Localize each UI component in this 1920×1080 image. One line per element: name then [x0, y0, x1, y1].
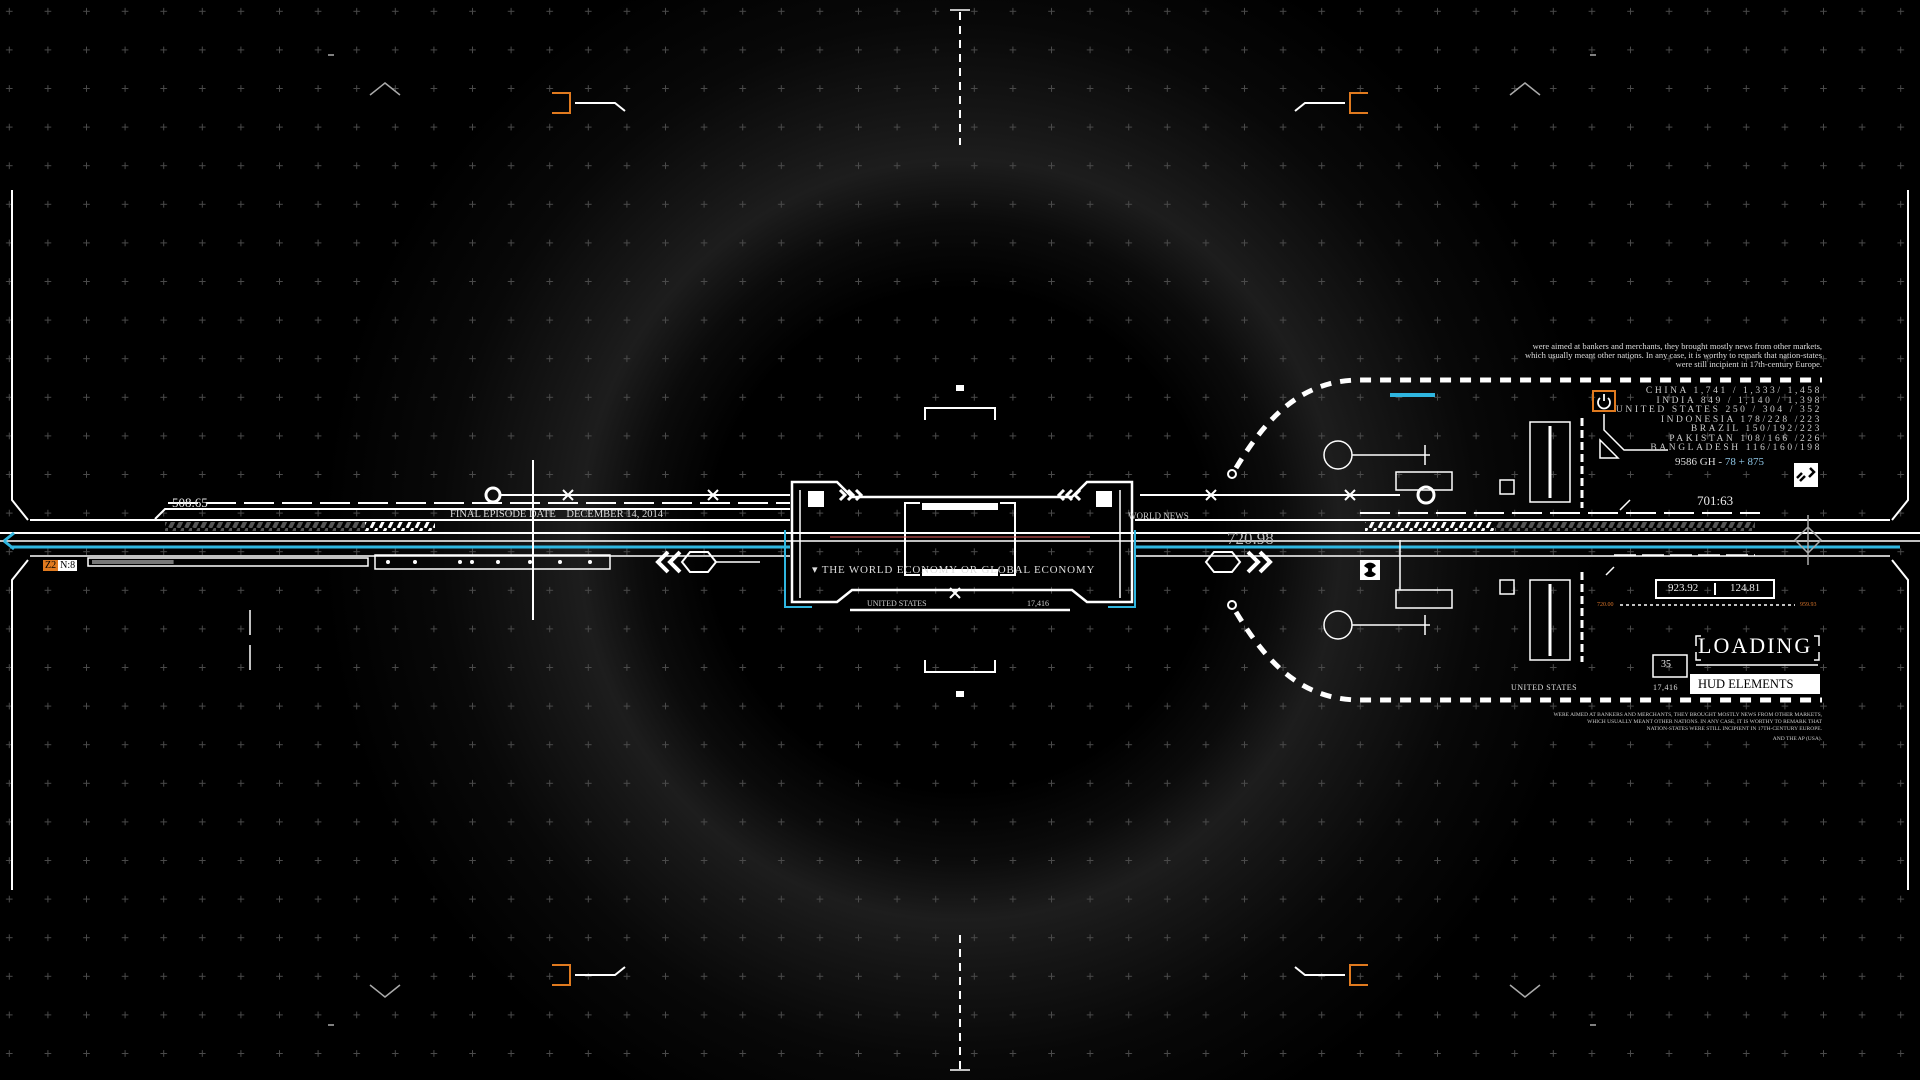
country-row: PAKISTAN 108/166 /226 — [1669, 433, 1822, 444]
radiation-icon — [1360, 560, 1380, 580]
left-dots — [386, 560, 592, 564]
right-hatch-bar — [1365, 522, 1495, 531]
right-value: 17,416 — [1653, 683, 1678, 692]
range-min: 720.00 — [1597, 602, 1614, 608]
loading-frame — [1695, 635, 1820, 666]
loading-title: LOADING — [1698, 633, 1813, 658]
right-country: UNITED STATES — [1511, 683, 1578, 692]
footer-line-3: NATION-STATES WERE STILL INCIPIENT IN 17… — [1646, 726, 1822, 732]
readout-a: 923.92 — [1668, 582, 1699, 594]
center-brackets — [924, 407, 996, 673]
country-row: BANGLADESH 116/160/198 — [1650, 443, 1822, 453]
intro-line-2: which usually meant other nations. In an… — [1525, 350, 1822, 360]
target-brackets — [552, 92, 1368, 986]
center-chevrons — [838, 488, 1082, 502]
right-readout: 701:63 — [1697, 493, 1734, 508]
range-max: 959.93 — [1800, 602, 1817, 608]
intro-line-3: were still incipient in 17th-century Eur… — [1675, 359, 1822, 369]
footer-line-2: WHICH USUALLY MEANT OTHER NATIONS. IN AN… — [1587, 719, 1822, 725]
episode-date-line: FINAL EPISODE DATE DECEMBER 14, 2014 — [450, 509, 663, 521]
country-row: BRAZIL 150/192/223 — [1690, 424, 1822, 434]
episode-label: FINAL EPISODE DATE — [450, 509, 556, 520]
country-row: CHINA 1,741 / 1,333/ 1,458 — [1645, 386, 1822, 396]
intro-line-1: were aimed at bankers and merchants, the… — [1532, 341, 1822, 351]
corner-marks — [328, 54, 1596, 1026]
link-icon — [1794, 463, 1818, 487]
main-horizon — [0, 519, 1920, 557]
center-value: 17,416 — [1027, 599, 1049, 608]
left-readout: 508.65 — [172, 495, 208, 510]
country-row: INDIA 849 / 1,140 / 1,398 — [1656, 395, 1822, 406]
power-icon — [1592, 390, 1616, 412]
counter: 35 — [1661, 659, 1671, 670]
code-line: 9586 GH - 78 + 875 — [1675, 456, 1765, 468]
node-badge: N:8 — [58, 560, 78, 571]
left-rail — [154, 460, 790, 670]
left-hatch-bar — [165, 522, 365, 531]
right-rail — [1140, 485, 1760, 590]
frame-square-left — [808, 491, 824, 507]
country-row: UNITED STATES 250 / 304 / 352 — [1615, 405, 1822, 415]
left-progress-fill — [92, 560, 174, 564]
episode-date: DECEMBER 14, 2014 — [566, 509, 663, 520]
right-crosshair-icon — [1793, 515, 1823, 565]
right-chevrons — [1204, 550, 1273, 574]
left-progress-track — [87, 554, 611, 570]
hud-elements-box — [1690, 674, 1820, 694]
frame-square-right — [1096, 491, 1112, 507]
center-title: ▾ THE WORLD ECONOMY OR GLOBAL ECONOMY — [812, 564, 1096, 576]
screen-frame — [11, 190, 1909, 890]
world-news-label: WORLD NEWS — [1128, 511, 1189, 521]
footer-tail: AND THE AP (USA). — [1772, 736, 1822, 742]
center-cyan-bracket — [784, 530, 1136, 608]
center-title-text: THE WORLD ECONOMY OR GLOBAL ECONOMY — [821, 564, 1096, 576]
left-chevrons — [655, 550, 760, 574]
hud-elements-label: HUD ELEMENTS — [1698, 677, 1794, 691]
readout-b: 124.81 — [1730, 582, 1761, 594]
dashed-bracket — [1233, 377, 1822, 703]
center-x-mark — [949, 587, 961, 599]
center-country: UNITED STATES — [867, 599, 927, 608]
country-row: INDONESIA 178/228 /223 — [1660, 414, 1822, 425]
zone-badge: Z2 — [43, 560, 59, 571]
footer-line-1: WERE AIMED AT BANKERS AND MERCHANTS, THE… — [1553, 712, 1822, 718]
center-readout: 720.98 — [1227, 529, 1274, 548]
